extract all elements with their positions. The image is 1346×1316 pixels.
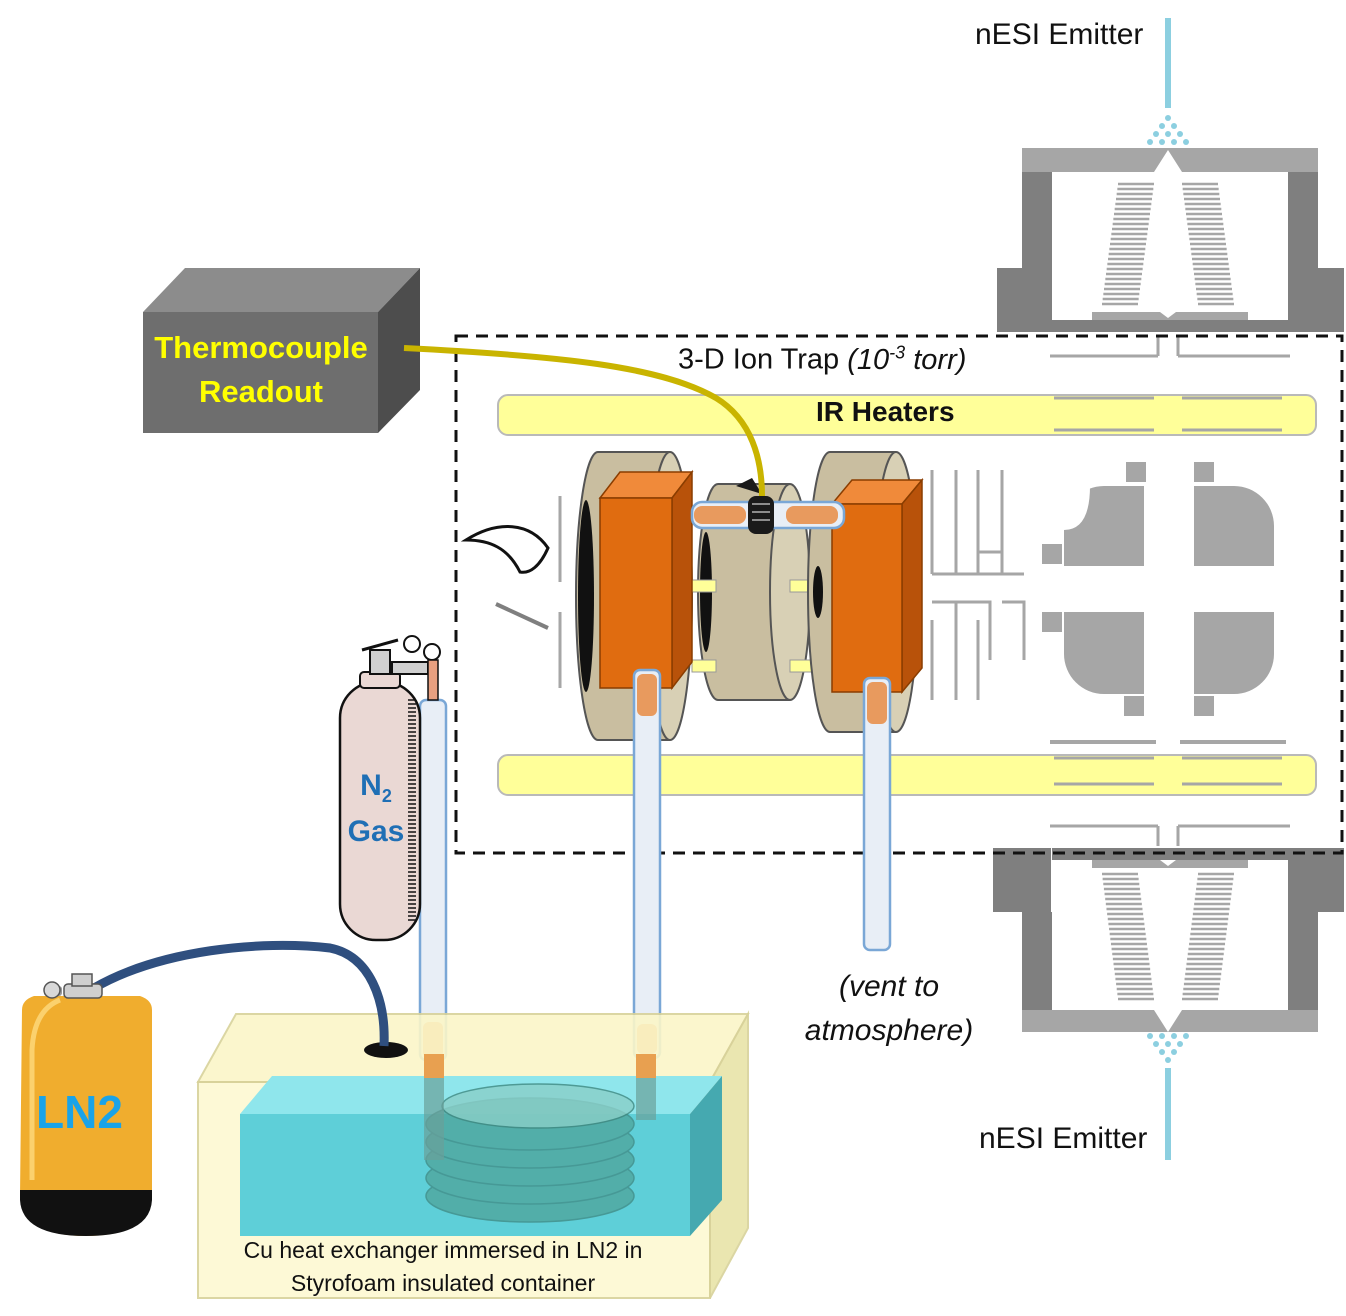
top-ion-funnel	[997, 18, 1344, 358]
ln2-dewar	[20, 973, 152, 1236]
ln2-label: LN2	[36, 1086, 123, 1138]
ion-trap-title: 3-D Ion Trap	[678, 343, 848, 376]
ir-heater-bottom	[497, 754, 1317, 796]
ln2-hose	[91, 940, 389, 1047]
nesi-emitter-bottom-label: nESI Emitter	[979, 1122, 1148, 1155]
ion-source-horn	[460, 525, 550, 574]
ir-heaters-label: IR Heaters	[816, 396, 955, 427]
central-ion-optics	[1042, 396, 1286, 786]
n2-gas-cylinder	[338, 635, 441, 942]
ion-trap-boundary	[454, 334, 1344, 855]
ion-trap-pressure: (10-3 torr)	[847, 342, 967, 376]
styrofoam-container	[196, 1010, 750, 1299]
ion-trap-assembly	[495, 451, 924, 741]
thermocouple-readout-box	[143, 268, 420, 433]
nesi-emitter-top-label: nESI Emitter	[975, 18, 1144, 51]
n2-gas-label: N2 Gas	[347, 769, 405, 848]
thermocouple-label-line2: Readout	[199, 374, 323, 409]
thermocouple-wire	[403, 345, 765, 497]
thermocouple-label-line1: Thermocouple	[154, 330, 368, 365]
ion-trap-label: 3-D Ion Trap (10-3 torr)	[678, 342, 966, 377]
ir-heater-top	[497, 394, 1317, 436]
vent-label: (vent to atmosphere)	[804, 970, 974, 1047]
transfer-tubes	[418, 668, 892, 1062]
heat-exchanger-caption: Cu heat exchanger immersed in LN2 in Sty…	[243, 1237, 643, 1296]
bottom-ion-funnel	[993, 824, 1344, 1160]
thermocouple-readout-label: Thermocouple Readout	[141, 326, 381, 414]
